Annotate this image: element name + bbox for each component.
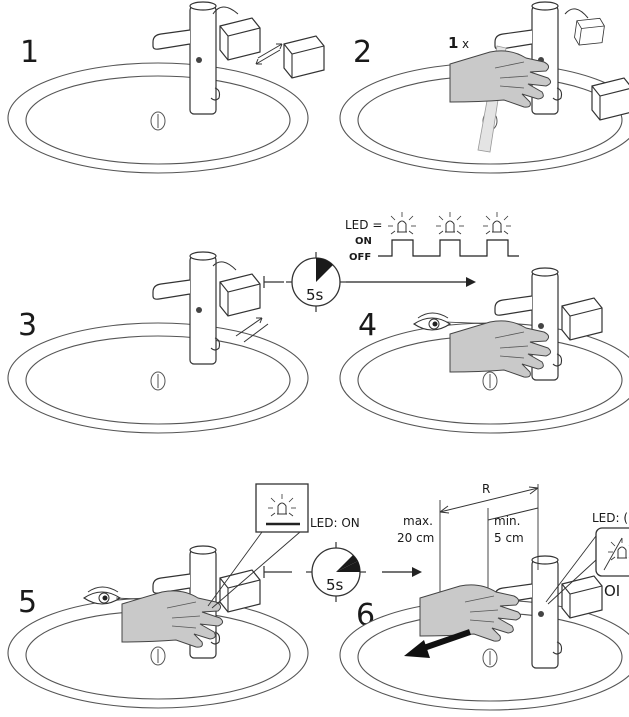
battery-box-icon	[561, 575, 603, 619]
withdraw-arrow-icon	[404, 629, 471, 658]
step-2-count: 1	[448, 34, 458, 52]
step-3-panel: 3	[7, 251, 309, 434]
step-5-panel: 5 LED: ON	[7, 483, 360, 709]
range-label: R	[482, 482, 490, 496]
battery-box-icon	[219, 569, 261, 613]
led-icon	[435, 211, 465, 235]
arrow-icon	[346, 277, 476, 287]
led-callout	[545, 527, 629, 605]
led-legend-title: LED =	[345, 218, 382, 232]
new-battery-box-icon	[283, 35, 325, 79]
battery-box-icon	[219, 273, 261, 317]
step-2-panel: 2 1 x	[339, 1, 629, 174]
stopwatch-icon: 5s	[263, 542, 366, 602]
max-distance-value: 20 cm	[397, 531, 434, 545]
eye-icon	[83, 586, 121, 605]
sensor-cable	[564, 8, 589, 19]
led-callout	[207, 483, 309, 609]
step-2-number: 2	[353, 35, 372, 70]
max-distance-label: max.	[403, 514, 433, 528]
arrow-icon	[382, 567, 422, 577]
led-icon	[387, 211, 417, 235]
step-4-number: 4	[358, 308, 377, 343]
step-6-cut-text: OI	[604, 582, 620, 600]
step-5-led-status: LED: ON	[310, 516, 360, 530]
step-4-panel: 4	[339, 267, 629, 434]
step-3-timer-label: 5s	[306, 286, 324, 304]
min-distance-value: 5 cm	[494, 531, 524, 545]
basin-icon	[7, 322, 309, 434]
battery-box-icon	[219, 17, 261, 61]
battery-box-icon	[561, 297, 603, 341]
step-5-number: 5	[18, 585, 37, 620]
step-1-number: 1	[20, 35, 39, 70]
step-3-number: 3	[18, 308, 37, 343]
step-6-panel: 6 R max. 20 cm min. 5 cm LED: (	[339, 482, 629, 711]
stopwatch-icon: 5s	[263, 252, 346, 312]
led-legend-off: OFF	[349, 252, 371, 263]
led-signal-waveform	[378, 239, 519, 257]
sensor-cable	[212, 6, 239, 15]
insert-arrow-icon	[235, 317, 269, 343]
exchange-arrow-icon	[255, 43, 283, 65]
led-timing-legend: LED = ON OFF	[345, 211, 519, 263]
led-legend-on: ON	[355, 236, 372, 247]
step-6-led-label: LED: (	[592, 511, 628, 525]
step-5-timer-label: 5s	[326, 576, 344, 594]
battery-box-icon	[591, 77, 629, 121]
basin-icon	[7, 62, 309, 174]
eye-icon	[413, 312, 451, 331]
battery-box-icon	[573, 14, 606, 49]
sensor-cable	[212, 261, 237, 271]
min-distance-label: min.	[494, 514, 520, 528]
led-icon	[482, 211, 512, 235]
step-2-count-suffix: x	[462, 37, 469, 51]
step-1-panel: 1	[7, 1, 325, 174]
